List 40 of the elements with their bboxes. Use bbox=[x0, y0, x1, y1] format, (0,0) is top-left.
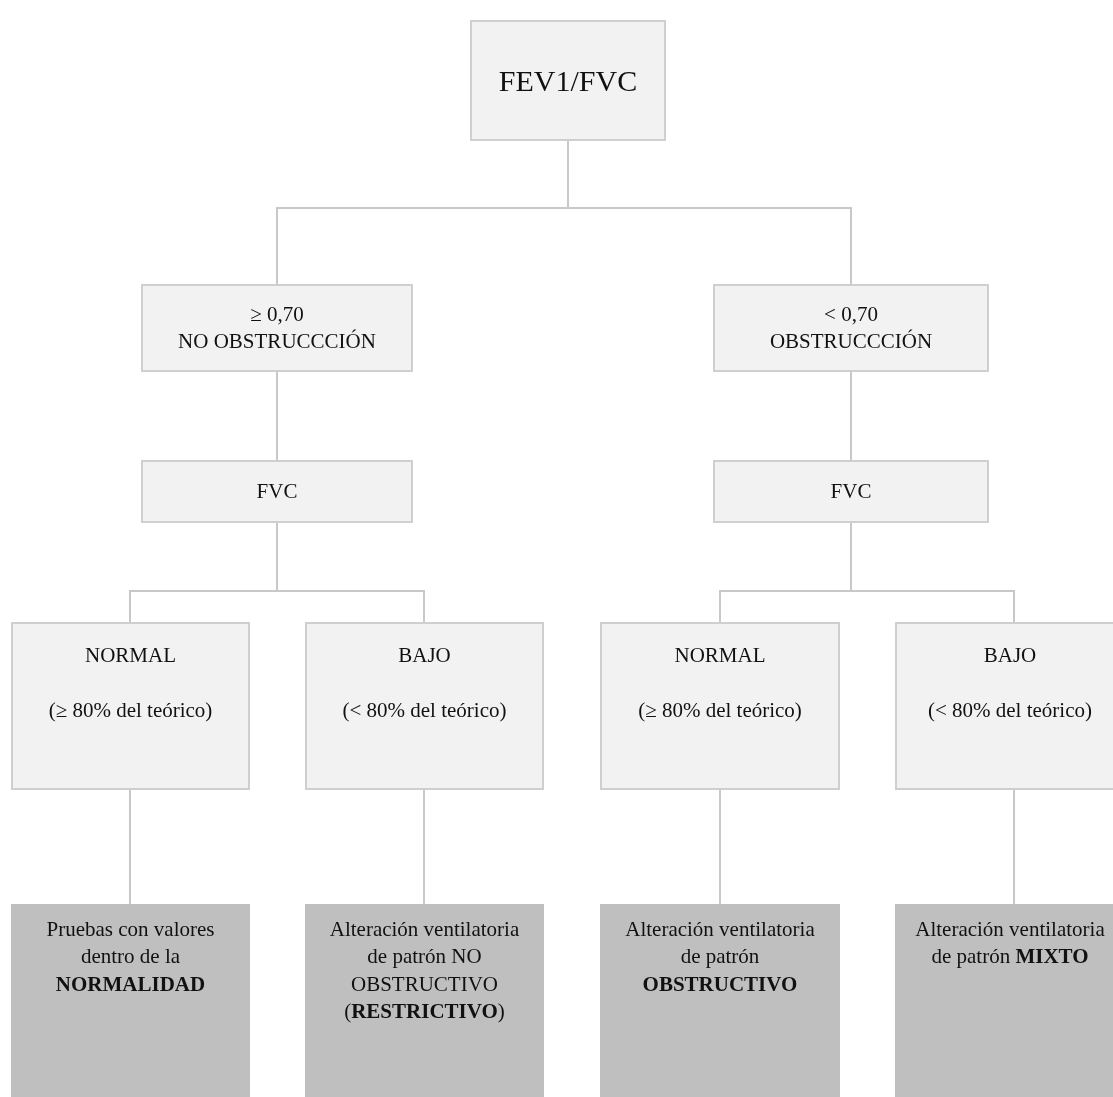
diagnosis-box bbox=[600, 904, 840, 1097]
connector-line bbox=[850, 522, 1015, 623]
box-text: NO OBSTRUCCCIÓN bbox=[178, 328, 376, 355]
box-text: FVC bbox=[256, 477, 298, 505]
connector-line bbox=[850, 371, 852, 461]
box-heading: BAJO bbox=[398, 642, 451, 669]
connector-line bbox=[1013, 789, 1015, 905]
connector-line bbox=[719, 789, 721, 905]
result-box bbox=[713, 284, 989, 372]
box-text: FVC bbox=[830, 477, 872, 505]
criteria-box bbox=[600, 622, 840, 790]
connector-line bbox=[129, 789, 131, 905]
box-text: OBSTRUCCCIÓN bbox=[769, 328, 933, 355]
measure-box bbox=[713, 460, 989, 523]
box-text: Alteración ventilatoria de patrón NO OBSTRUCTIVO (RESTRICTIVO) bbox=[328, 916, 521, 1025]
box-text: (≥ 80% del teórico) bbox=[638, 697, 802, 725]
box-text: (< 80% del teórico) bbox=[927, 697, 1092, 725]
box-heading: BAJO bbox=[983, 642, 1037, 669]
diagnosis-box bbox=[11, 904, 250, 1097]
connector-line bbox=[276, 371, 278, 461]
measure-box bbox=[141, 460, 413, 523]
criteria-box bbox=[895, 622, 1113, 790]
box-text: Pruebas con valores dentro de la NORMALIDAD bbox=[45, 916, 216, 998]
box-heading: < 0,70 bbox=[824, 300, 878, 328]
connector-line bbox=[423, 789, 425, 905]
box-text: FEV1/FVC bbox=[498, 63, 638, 99]
diagnosis-box bbox=[305, 904, 544, 1097]
connector-line bbox=[276, 522, 425, 623]
result-box bbox=[141, 284, 413, 372]
box-heading: NORMAL bbox=[85, 642, 176, 669]
criteria-box bbox=[305, 622, 544, 790]
box-text: Alteración ventilatoria de patrón MIXTO bbox=[914, 916, 1106, 971]
box-heading: ≥ 0,70 bbox=[250, 300, 304, 328]
box-text: (< 80% del teórico) bbox=[342, 697, 507, 725]
criteria-box bbox=[11, 622, 250, 790]
box-text: Alteración ventilatoria de patrón OBSTRUCTIVO bbox=[624, 916, 816, 998]
box-heading: NORMAL bbox=[674, 642, 766, 669]
box-text: (≥ 80% del teórico) bbox=[48, 697, 213, 725]
root-box bbox=[470, 20, 666, 141]
diagnosis-box bbox=[895, 904, 1113, 1097]
